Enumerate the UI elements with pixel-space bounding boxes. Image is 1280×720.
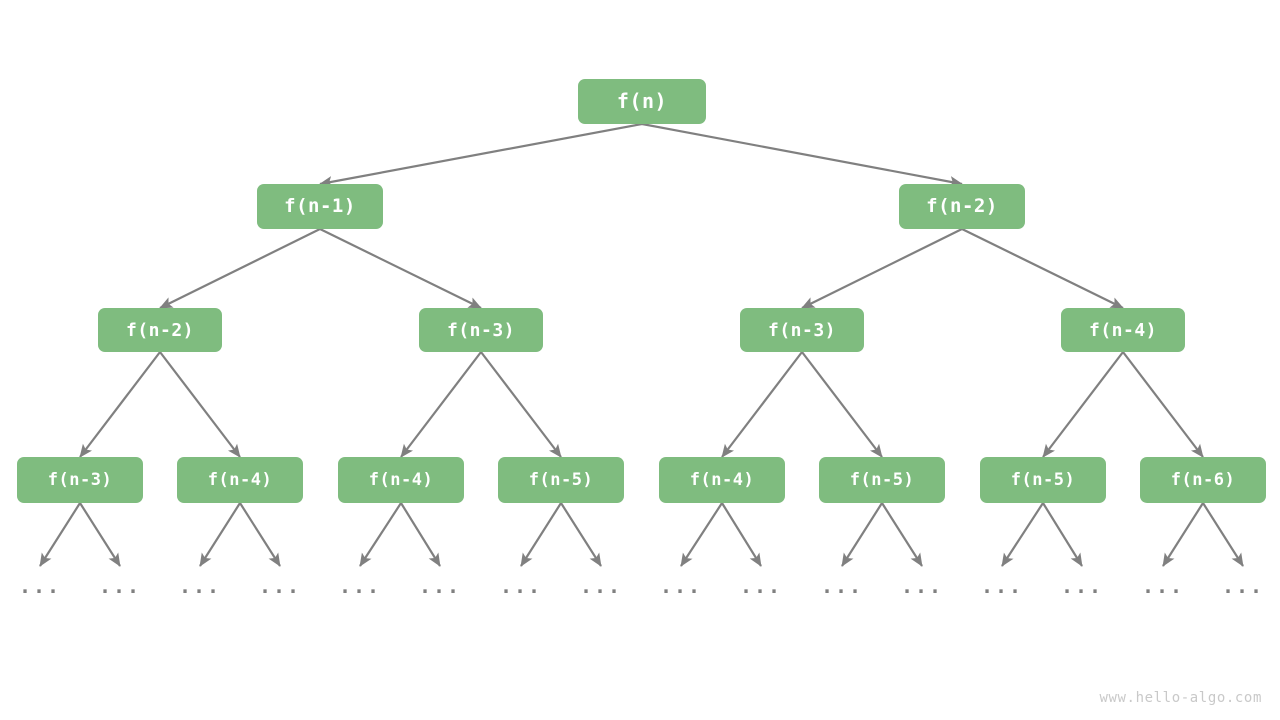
ellipsis-marker: ... — [1141, 574, 1185, 598]
tree-edge — [801, 228, 963, 309]
tree-edge — [239, 502, 281, 567]
tree-edge — [520, 502, 562, 567]
tree-node: f(n-4) — [659, 457, 785, 503]
tree-node: f(n-2) — [899, 183, 1025, 229]
tree-node: f(n-4) — [338, 457, 464, 503]
ellipsis-marker: ... — [980, 574, 1024, 598]
tree-node: f(n-3) — [17, 457, 143, 503]
tree-node: f(n-4) — [177, 457, 303, 503]
tree-edge — [961, 228, 1124, 309]
ellipsis-marker: ... — [499, 574, 543, 598]
tree-edge — [319, 228, 482, 309]
ellipsis-marker: ... — [178, 574, 222, 598]
ellipsis-marker: ... — [1060, 574, 1104, 598]
tree-edge — [1001, 502, 1044, 567]
tree-node: f(n-4) — [1061, 308, 1185, 352]
tree-node: f(n-6) — [1140, 457, 1266, 503]
tree-edge — [39, 502, 81, 567]
tree-edge — [159, 351, 241, 458]
ellipsis-marker: ... — [18, 574, 62, 598]
tree-edge — [841, 502, 883, 567]
ellipsis-marker: ... — [1221, 574, 1265, 598]
tree-edge — [1122, 351, 1204, 458]
watermark: www.hello-algo.com — [1099, 690, 1262, 706]
tree-edge — [400, 502, 441, 567]
tree-edge — [881, 502, 923, 567]
ellipsis-marker: ... — [659, 574, 703, 598]
tree-node: f(n-3) — [740, 308, 864, 352]
tree-edge — [79, 502, 121, 567]
tree-edge — [560, 502, 602, 567]
tree-edge — [680, 502, 723, 567]
ellipsis-marker: ... — [579, 574, 623, 598]
tree-edge — [1042, 351, 1124, 458]
tree-edge — [480, 351, 562, 458]
tree-edge — [79, 351, 161, 458]
tree-edge — [359, 502, 402, 567]
ellipsis-marker: ... — [98, 574, 142, 598]
tree-node: f(n-5) — [980, 457, 1106, 503]
tree-edge — [721, 502, 762, 567]
ellipsis-marker: ... — [820, 574, 864, 598]
tree-node: f(n-3) — [419, 308, 543, 352]
tree-node: f(n-5) — [819, 457, 945, 503]
tree-edge — [159, 228, 321, 309]
tree-node: f(n-1) — [257, 183, 383, 229]
tree-edges — [39, 122, 1244, 567]
ellipsis-marker: ... — [418, 574, 462, 598]
tree-edge — [1202, 502, 1244, 567]
ellipsis-marker: ... — [258, 574, 302, 598]
ellipsis-marker: ... — [739, 574, 783, 598]
tree-edge — [199, 502, 241, 567]
tree-edge — [400, 351, 482, 458]
tree-node: f(n-5) — [498, 457, 624, 503]
tree-node: f(n-2) — [98, 308, 222, 352]
tree-edge — [641, 122, 963, 188]
tree-edge — [319, 122, 643, 188]
ellipsis-marker: ... — [338, 574, 382, 598]
tree-edge — [1162, 502, 1204, 567]
tree-edge — [721, 351, 803, 458]
tree-node: f(n) — [578, 78, 706, 124]
ellipsis-marker: ... — [900, 574, 944, 598]
tree-edge — [801, 351, 883, 458]
tree-edge — [1042, 502, 1083, 567]
